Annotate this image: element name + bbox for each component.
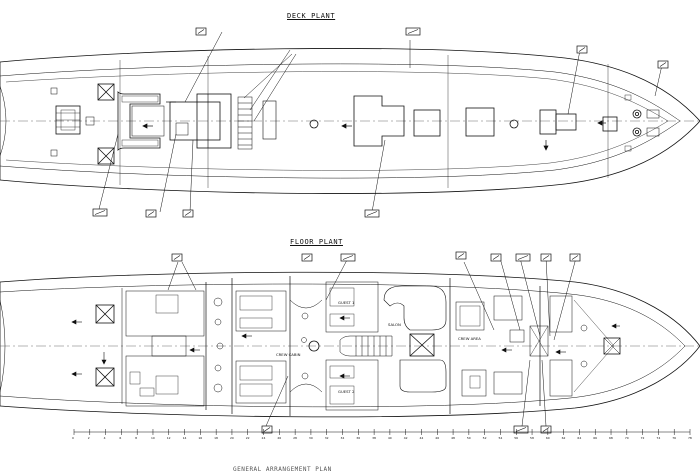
frame-scale-label: 74 bbox=[656, 436, 660, 440]
label-guest-1: GUEST 1 bbox=[338, 300, 355, 305]
frame-scale-label: 52 bbox=[483, 436, 487, 440]
deck-fore-mast bbox=[509, 119, 519, 129]
deck-plant-title: DECK PLANT bbox=[287, 12, 336, 20]
frame-scale-label: 14 bbox=[183, 436, 187, 440]
floor-mast-step bbox=[308, 340, 320, 352]
floor-aft-cabin-port bbox=[235, 290, 287, 332]
callout-tag-icon bbox=[569, 253, 581, 262]
frame-scale-label: 54 bbox=[498, 436, 502, 440]
frame-scale-label: 18 bbox=[214, 436, 218, 440]
frame-scale-label: 78 bbox=[688, 436, 692, 440]
frame-scale-label: 8 bbox=[135, 436, 137, 440]
callout-tag-icon bbox=[490, 253, 502, 262]
deck-callout-leaders bbox=[97, 31, 663, 214]
frame-scale-label: 40 bbox=[388, 436, 392, 440]
frame-scale-label: 22 bbox=[246, 436, 250, 440]
callout-tag-icon bbox=[540, 253, 552, 262]
callout-tag-icon bbox=[182, 209, 194, 218]
frame-scale-label: 6 bbox=[119, 436, 121, 440]
floor-arrows bbox=[71, 315, 620, 379]
callout-tag-icon bbox=[540, 425, 552, 434]
floor-companionway bbox=[339, 335, 393, 357]
frame-scale-label: 48 bbox=[451, 436, 455, 440]
floor-aft-cabin-stbd bbox=[235, 360, 287, 404]
deck-arrows bbox=[142, 101, 606, 151]
callout-tag-icon bbox=[364, 209, 380, 218]
floor-callout-leaders bbox=[167, 257, 577, 427]
callout-tag-icon bbox=[455, 251, 467, 260]
frame-scale-label: 16 bbox=[198, 436, 202, 440]
drawing-footer-note: GENERAL ARRANGEMENT PLAN bbox=[233, 466, 332, 473]
callout-tag-icon bbox=[261, 425, 273, 434]
frame-scale-label: 66 bbox=[593, 436, 597, 440]
frame-scale-label: 44 bbox=[419, 436, 423, 440]
frame-scale-label: 38 bbox=[372, 436, 376, 440]
deck-skylight-stbd bbox=[97, 147, 115, 165]
deck-grating-port bbox=[237, 96, 253, 150]
callout-tags bbox=[92, 27, 669, 434]
frame-scale-label: 10 bbox=[151, 436, 155, 440]
callout-tag-icon bbox=[576, 45, 588, 54]
callout-tag-icon bbox=[515, 253, 531, 262]
frame-scale-label: 28 bbox=[293, 436, 297, 440]
frame-scale-label: 32 bbox=[325, 436, 329, 440]
deck-cockpit-seating bbox=[117, 91, 161, 151]
frame-scale-label: 26 bbox=[277, 436, 281, 440]
callout-tag-icon bbox=[145, 209, 157, 218]
floor-plant-title: FLOOR PLANT bbox=[290, 238, 343, 246]
label-crew-area: CREW AREA bbox=[458, 336, 481, 341]
frame-scale-label: 42 bbox=[404, 436, 408, 440]
frame-scale-label: 30 bbox=[309, 436, 313, 440]
deck-deckhouse bbox=[169, 101, 221, 141]
frame-scale-label: 46 bbox=[435, 436, 439, 440]
floor-room-labels: GUEST 1 GUEST 2 SALON CREW AREA CREW CAB… bbox=[276, 300, 481, 394]
frame-scale-label: 50 bbox=[467, 436, 471, 440]
callout-tag-icon bbox=[513, 425, 529, 434]
callout-tag-icon bbox=[195, 27, 207, 36]
frame-scale-label: 36 bbox=[356, 436, 360, 440]
callout-tag-icon bbox=[405, 27, 421, 36]
floor-guest-cabin-1 bbox=[325, 281, 379, 333]
callout-tag-icon bbox=[657, 60, 669, 69]
frame-scale-label: 0 bbox=[72, 436, 74, 440]
label-guest-2: GUEST 2 bbox=[338, 389, 355, 394]
frame-scale-label: 24 bbox=[262, 436, 266, 440]
deck-skylight-port bbox=[97, 83, 115, 101]
deck-forward-deckhouse bbox=[353, 95, 405, 147]
deck-plan bbox=[0, 48, 700, 194]
frame-scale-label: 34 bbox=[341, 436, 345, 440]
frame-scale-label: 58 bbox=[530, 436, 534, 440]
label-crew-cabin: CREW CABIN bbox=[276, 352, 301, 357]
floor-salon-sofa bbox=[383, 285, 447, 331]
frame-scale-label: 62 bbox=[562, 436, 566, 440]
frame-scale-label: 64 bbox=[577, 436, 581, 440]
frame-scale-label: 72 bbox=[641, 436, 645, 440]
frame-scale-label: 12 bbox=[167, 436, 171, 440]
frame-scale-label: 68 bbox=[609, 436, 613, 440]
callout-tag-icon bbox=[92, 208, 108, 217]
callout-tag-icon bbox=[301, 253, 313, 262]
floor-plan bbox=[0, 271, 700, 418]
frame-scale-label: 76 bbox=[672, 436, 676, 440]
frame-scale-label: 56 bbox=[514, 436, 518, 440]
deck-hull-outline bbox=[0, 48, 700, 194]
frame-scale-label: 4 bbox=[104, 436, 106, 440]
floor-guest-cabin-2 bbox=[325, 359, 379, 411]
callout-tag-icon bbox=[340, 253, 356, 262]
frame-scale-label: 20 bbox=[230, 436, 234, 440]
callout-tag-icon bbox=[171, 253, 183, 262]
frame-scale-label: 60 bbox=[546, 436, 550, 440]
frame-scale-label: 2 bbox=[88, 436, 90, 440]
frame-scale-label: 70 bbox=[625, 436, 629, 440]
deck-main-mast bbox=[309, 119, 319, 129]
floor-hull-outline bbox=[0, 271, 700, 418]
deck-windlass bbox=[632, 109, 660, 137]
label-salon: SALON bbox=[388, 322, 401, 327]
